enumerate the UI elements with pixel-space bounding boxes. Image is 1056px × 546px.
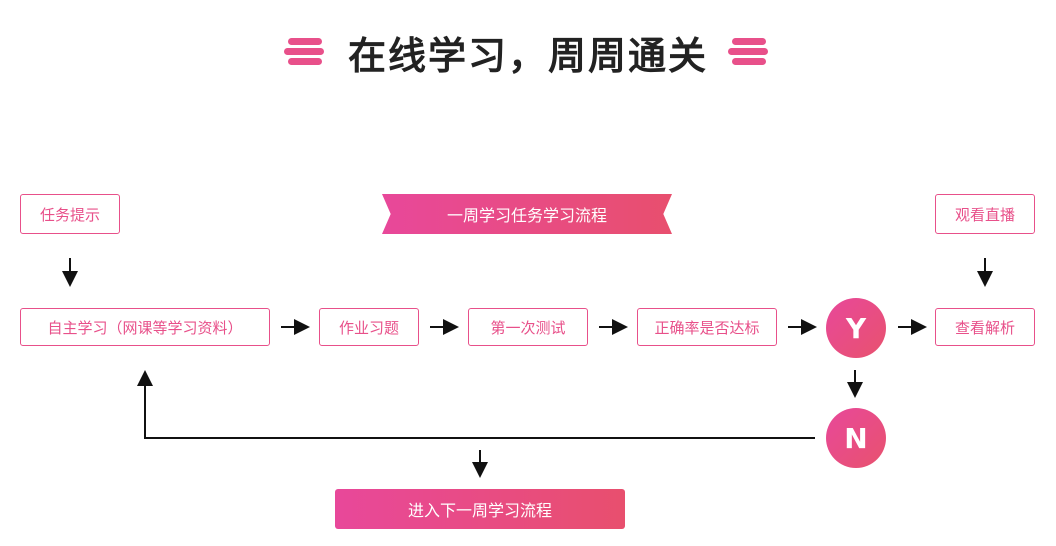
no-node: N — [826, 408, 886, 468]
page-title: 在线学习，周周通关 — [347, 34, 708, 78]
step-accuracy-check: 正确率是否达标 — [637, 308, 777, 346]
step-self-study: 自主学习（网课等学习资料） — [20, 308, 270, 346]
next-week-box: 进入下一周学习流程 — [335, 489, 625, 529]
title-decoration-left — [284, 38, 324, 65]
yes-node: Y — [826, 298, 886, 358]
step-first-test: 第一次测试 — [468, 308, 588, 346]
weekly-flow-banner: 一周学习任务学习流程 — [382, 194, 672, 234]
review-analysis-box: 查看解析 — [935, 308, 1035, 346]
step-homework: 作业习题 — [319, 308, 419, 346]
title-decoration-right — [728, 38, 768, 65]
watch-live-box: 观看直播 — [935, 194, 1035, 234]
loop-no-to-step1 — [137, 370, 815, 439]
task-hint-box: 任务提示 — [20, 194, 120, 234]
